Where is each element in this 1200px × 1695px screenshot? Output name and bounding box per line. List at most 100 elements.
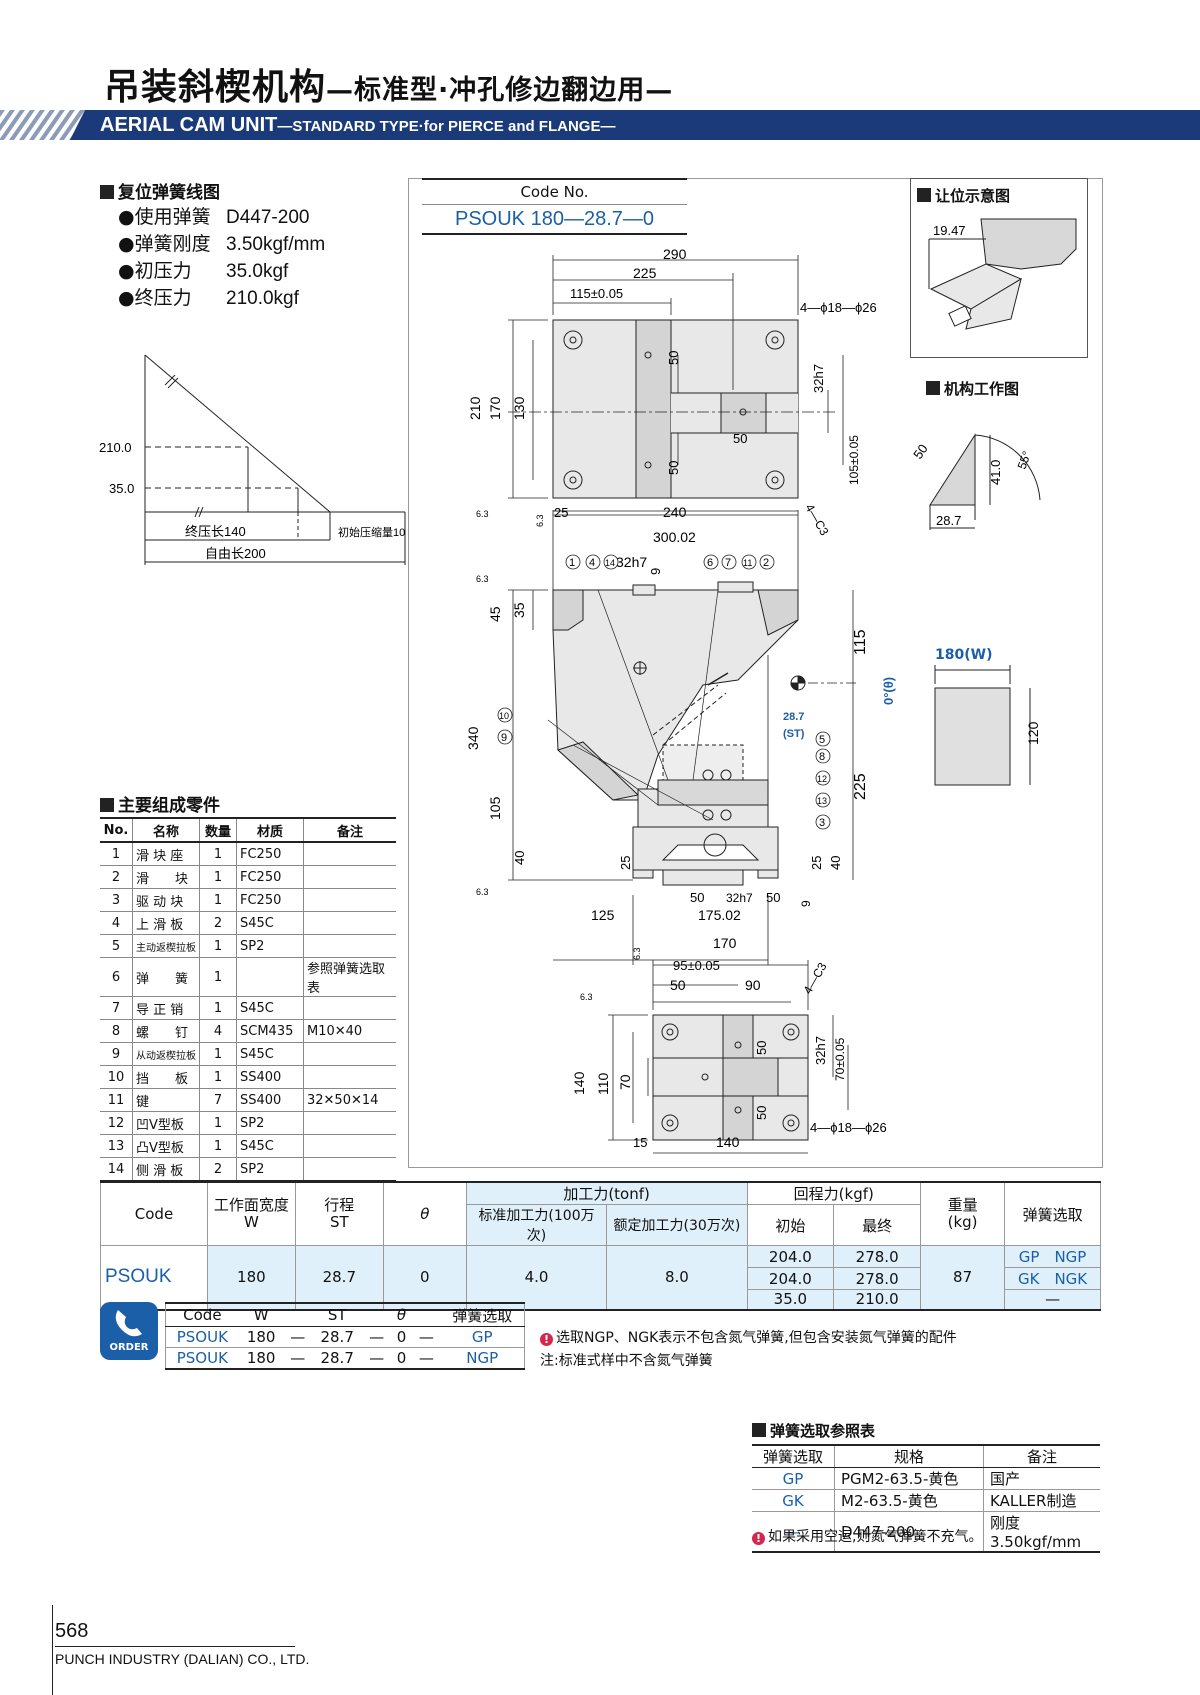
dim-label: 225 [633,265,657,281]
order-cell: 180 [238,1347,284,1370]
roughness-label: 6.3 [535,514,545,527]
spec-spring: GP NGP [1004,1245,1101,1268]
part-material: SP2 [236,1157,304,1182]
dim-label: (ST) [783,728,805,740]
part-no: 9 [100,1042,133,1066]
order-cell: — [362,1347,391,1370]
part-material: S45C [236,1134,304,1158]
part-remark [303,1065,396,1089]
part-no: 2 [100,865,133,889]
order-cell: 180 [238,1326,284,1348]
part-name: 驱 动 块 [132,888,200,912]
dim-label: 225 [852,773,869,800]
part-remark [303,888,396,912]
dim-label: 32h7 [726,891,753,905]
top-view: 290 225 115±0.05 4—ϕ18—ϕ26 210 170 130 5… [467,246,877,538]
order-header [283,1303,312,1327]
spec-header-return: 回程力(kgf) [746,1181,922,1205]
part-material [236,957,304,997]
dim-label: 25 [554,505,568,520]
part-remark: M10✕40 [303,1019,396,1043]
dim-label: 9 [648,568,663,575]
order-cell: — [412,1347,441,1370]
part-material: SP2 [236,934,304,958]
order-cell: — [412,1326,441,1348]
part-remark [303,996,396,1020]
part-material: S45C [236,1042,304,1066]
dim-label: 105±0.05 [847,435,861,485]
spec-header-force-std: 标准加工力(100万次) [465,1204,608,1246]
dim-label: 290 [663,246,687,262]
part-name: 螺 钉 [132,1019,200,1043]
dim-label: 25 [809,856,824,870]
part-no: 3 [100,888,133,912]
spec-return-final: 210.0 [833,1289,922,1310]
part-name: 上 滑 板 [132,911,200,935]
cad-drawing: 290 225 115±0.05 4—ϕ18—ϕ26 210 170 130 5… [465,246,896,1154]
balloon: 3 [819,817,825,829]
part-no: 12 [100,1111,133,1135]
page-title: 吊装斜楔机构—标准型·冲孔修边翻边用— [104,58,673,110]
dim-label: 115 [852,629,869,655]
dim-label: 50 [766,890,780,905]
ref-spec: PGM2-63.5-黄色 [834,1467,984,1490]
spec-header-st: 行程 ST [294,1181,384,1246]
dim-label: 240 [663,504,687,520]
order-cell: 0 [390,1347,413,1370]
order-label: ORDER [109,1342,149,1353]
dim-label: 90 [745,977,761,993]
spec-st: 28.7 [294,1245,384,1310]
balloons: 1 4 14 6 7 11 2 10 9 5 8 12 13 3 [497,554,831,830]
part-qty: 1 [199,934,237,958]
clearance-sketch: 19.47 [928,218,1077,330]
spring-section-title: 复位弹簧线图 [100,178,220,203]
part-qty: 1 [199,888,237,912]
dim-label: 25 [618,856,633,870]
dim-label: 28.7 [783,711,804,723]
part-remark [303,1111,396,1135]
front-view: 300.02 32h7 9 45 35 340 115 0°(θ) 28.7 (… [465,510,896,965]
part-no: 10 [100,1065,133,1089]
footer-rule [52,1605,53,1695]
order-header [362,1303,391,1327]
roughness-label: 6.3 [476,887,489,897]
dim-label: 140 [571,1071,587,1095]
graph-label-free: 自由长200 [205,546,266,561]
order-cell: PSOUK [165,1347,239,1370]
spec-return-final: 278.0 [833,1267,922,1290]
clearance-box: 让位示意图 19.47 [910,178,1088,358]
part-remark [303,1134,396,1158]
part-material: FC250 [236,888,304,912]
dim-label: 115±0.05 [570,286,623,301]
spec-return-init: 204.0 [746,1267,835,1290]
dim-label: 175.02 [698,907,741,923]
dim-label: 300.02 [653,529,696,545]
spec-label: ●弹簧刚度 [118,233,211,255]
spec-header-weight: 重量 (kg) [920,1181,1006,1246]
spec-header-force-rated: 额定加工力(30万次) [606,1204,748,1246]
phone-icon [115,1310,142,1337]
side-view: 120 [934,665,1040,786]
dim-label: 50 [754,1106,769,1120]
order-icon: ORDER [100,1302,158,1360]
part-material: FC250 [236,842,304,866]
part-remark [303,1042,396,1066]
ref-header: 弹簧选取 [752,1444,835,1468]
order-note-text: 选取NGP、NGK表示不包含氮气弹簧,但包含安装氮气弹簧的配件 [556,1330,957,1346]
spec-spring: GK NGK [1004,1267,1101,1290]
part-no: 1 [100,842,133,866]
balloon: 12 [817,774,827,784]
part-no: 14 [100,1157,133,1182]
order-header: Code [165,1303,239,1327]
title-main: 吊装斜楔机构 [104,67,327,108]
part-name: 凹V型板 [132,1111,200,1135]
